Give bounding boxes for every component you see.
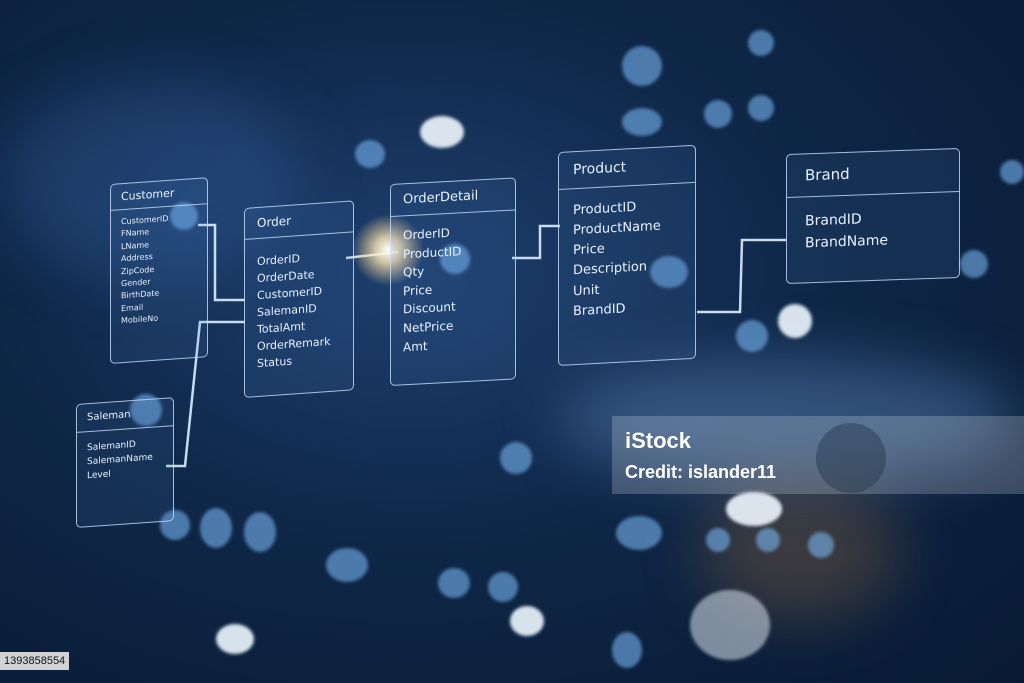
bokeh-light xyxy=(170,202,198,230)
bokeh-light xyxy=(612,632,642,668)
bokeh-light xyxy=(748,30,774,56)
bokeh-light xyxy=(488,572,518,602)
bokeh-light xyxy=(216,624,254,654)
bokeh-light xyxy=(200,508,232,548)
bokeh-light xyxy=(778,304,812,338)
bokeh-light xyxy=(420,116,464,148)
bokeh-light xyxy=(736,320,768,352)
watermark-circle xyxy=(816,423,886,493)
customer-order-link xyxy=(198,223,245,302)
bokeh-light xyxy=(808,532,834,558)
saleman-order-link xyxy=(166,320,245,468)
bokeh-light xyxy=(1000,160,1024,184)
bokeh-light xyxy=(690,590,770,660)
bokeh-light xyxy=(960,250,988,278)
bokeh-light xyxy=(622,108,662,136)
image-id-label: 1393858554 xyxy=(0,652,70,670)
bokeh-light xyxy=(622,46,662,86)
bokeh-light xyxy=(244,512,276,552)
bokeh-light xyxy=(616,516,662,550)
bokeh-light xyxy=(748,95,774,121)
bokeh-light xyxy=(130,394,162,426)
brand-field: BrandName xyxy=(805,232,889,252)
light-flare xyxy=(352,214,424,286)
watermark-credit: Credit: islander11 xyxy=(625,462,777,482)
bokeh-light xyxy=(726,492,782,526)
bokeh-light xyxy=(756,528,780,552)
bokeh-light xyxy=(438,568,470,598)
brand-table-title: Brand xyxy=(787,148,959,198)
product-brand-link xyxy=(697,238,786,314)
bokeh-light xyxy=(326,548,368,582)
bokeh-light xyxy=(704,100,732,128)
bokeh-light xyxy=(706,528,730,552)
bokeh-light xyxy=(160,510,190,540)
watermark-logo: iStock xyxy=(625,428,692,453)
bokeh-light xyxy=(510,606,544,636)
bokeh-light xyxy=(440,244,470,274)
bokeh-light xyxy=(650,256,688,288)
orderdetail-product-link xyxy=(512,224,560,260)
background-haze xyxy=(0,80,300,280)
bokeh-light xyxy=(355,140,385,168)
background-haze xyxy=(560,360,1020,480)
bokeh-light xyxy=(500,442,532,474)
